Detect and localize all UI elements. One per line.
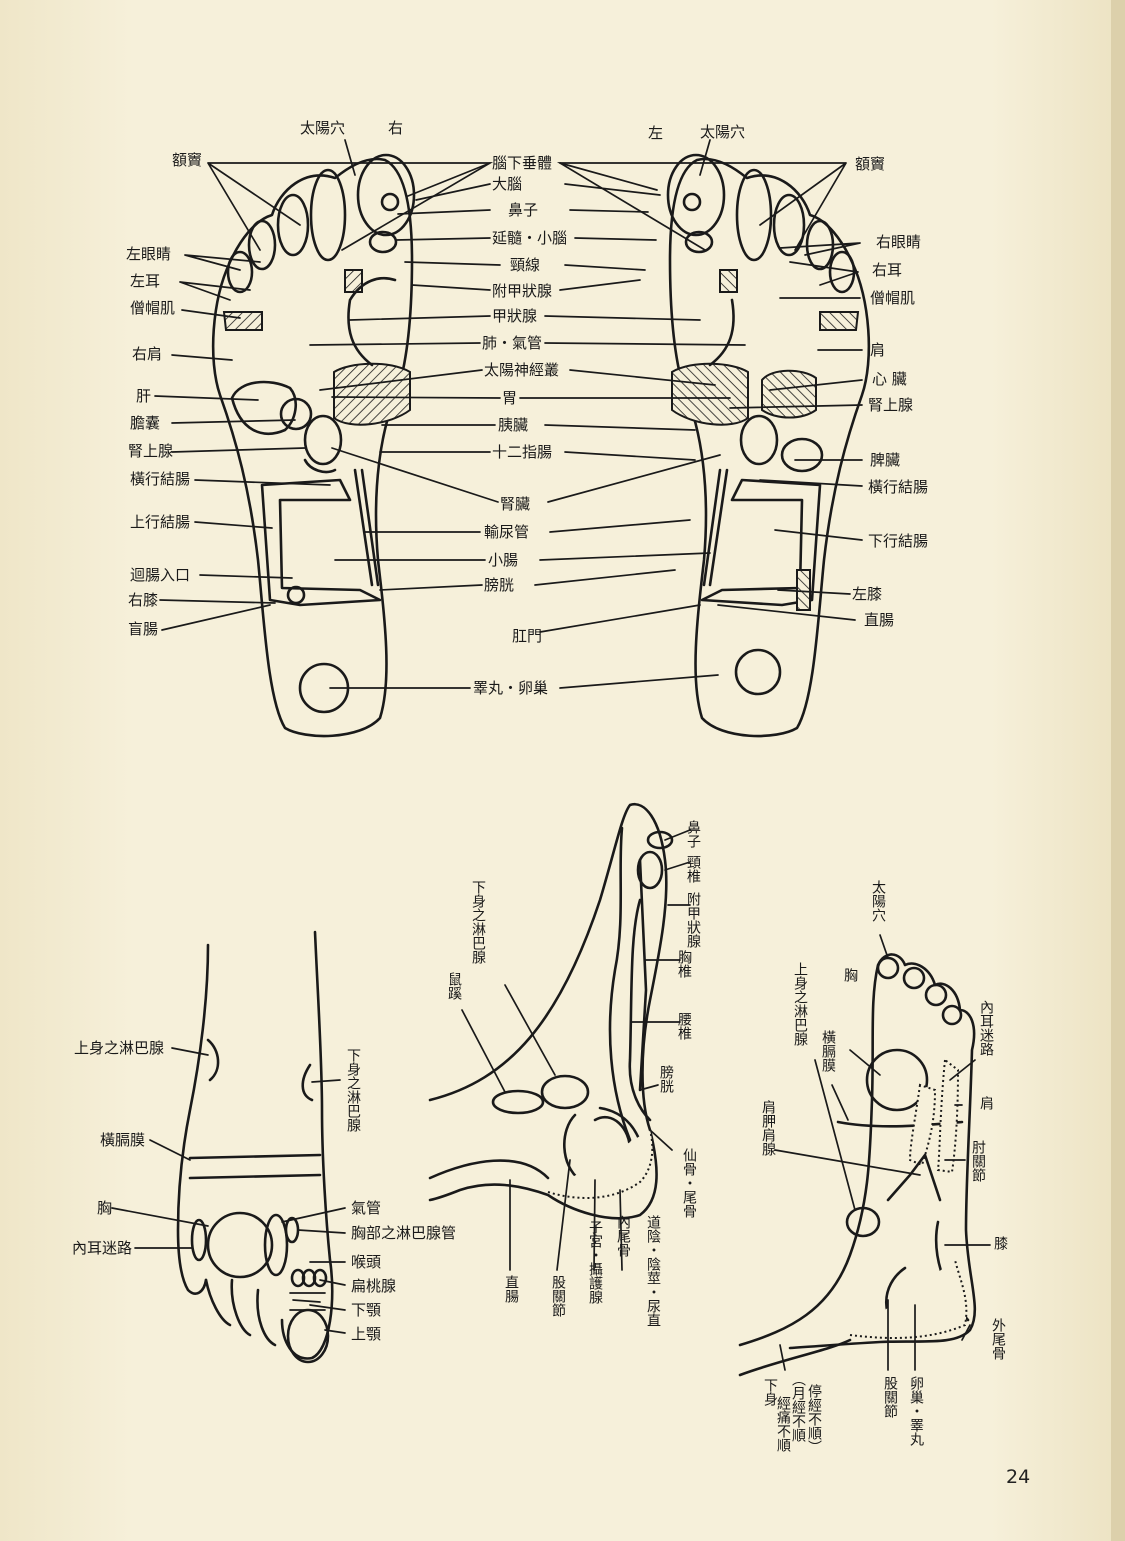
label-ascending-colon: 上行結腸: [130, 513, 191, 531]
label-upper-jaw: 上顎: [351, 1325, 382, 1343]
label-adrenal-right-sole: 腎上腺: [128, 442, 174, 460]
label-hip-joint-outer: 股關節: [882, 1376, 898, 1418]
page-number: 24: [1006, 1466, 1031, 1488]
label-right-knee: 右膝: [128, 591, 159, 609]
label-inner-ear-top: 內耳迷路: [72, 1239, 133, 1257]
label-trapezius-right-sole: 僧帽肌: [130, 299, 176, 317]
label-upper-lymph-outer: 上身之淋巴腺: [792, 962, 808, 1046]
label-right-shoulder: 右肩: [132, 345, 163, 363]
label-anus: 肛門: [512, 627, 543, 645]
label-duodenum: 十二指腸: [492, 443, 553, 461]
label-diaphragm-top: 橫膈膜: [100, 1131, 146, 1149]
label-tonsils: 扁桃腺: [351, 1277, 397, 1295]
label-testis-ovary: 睪丸・卵巢: [473, 679, 549, 697]
label-neck: 頸線: [510, 256, 541, 274]
label-temple-outer: 太陽穴: [870, 880, 886, 922]
label-left-knee: 左膝: [852, 585, 883, 603]
label-shoulder-outer: 肩: [978, 1096, 994, 1110]
inner-foot-diagram: [428, 802, 691, 1271]
label-scapula: 肩胛肩腺: [760, 1100, 776, 1156]
label-menopause-irregular: 停經不順）: [806, 1384, 822, 1454]
label-right-foot: 右: [388, 119, 404, 137]
label-taiyang-left: 太陽穴: [700, 123, 746, 141]
label-nose-inner: 鼻子: [685, 820, 701, 848]
label-menstrual-irregular: （月經不順: [790, 1372, 806, 1442]
label-parathyroid: 附甲狀腺: [492, 282, 553, 300]
label-cecum: 盲腸: [128, 620, 159, 638]
label-frontal-sinus-left: 額竇: [172, 151, 203, 169]
right-sole-diagram: [211, 153, 416, 738]
label-nose: 鼻子: [508, 201, 539, 219]
label-rectum-sole: 直腸: [864, 611, 895, 629]
label-ureter: 輸尿管: [484, 523, 530, 541]
label-outer-coccyx: 外尾骨: [990, 1318, 1006, 1360]
label-chest-top: 胸: [97, 1199, 113, 1217]
label-lower-lymph-top: 下身之淋巴腺: [345, 1048, 361, 1132]
label-lower-body: 下身: [762, 1378, 778, 1406]
label-left-eye: 左眼睛: [126, 245, 172, 263]
label-trachea: 氣管: [351, 1199, 382, 1217]
label-liver: 肝: [136, 387, 152, 405]
label-small-intestine: 小腸: [488, 551, 519, 569]
label-thoracic-spine: 胸椎: [676, 950, 692, 978]
label-rectum-inner: 直腸: [503, 1275, 519, 1303]
label-parathyroid-inner: 附甲狀腺: [685, 892, 701, 948]
label-pituitary: 腦下垂體: [492, 154, 553, 172]
label-transverse-colon-left-sole: 橫行結腸: [868, 478, 929, 496]
label-lumbar-spine: 腰椎: [676, 1012, 692, 1040]
label-chest-outer: 胸: [842, 968, 858, 982]
label-vagina-penis-urethra: 道陰・陰莖・尿直: [645, 1215, 661, 1327]
label-cerebrum: 大腦: [492, 175, 523, 193]
label-lower-jaw: 下顎: [351, 1301, 382, 1319]
label-bladder: 膀胱: [484, 576, 515, 594]
label-ileocecal-valve: 迴腸入口: [130, 566, 191, 584]
outer-foot-diagram: [738, 934, 991, 1377]
label-lower-lymph-inner: 下身之淋巴腺: [470, 880, 486, 964]
label-hip-joint-inner: 股關節: [550, 1275, 566, 1317]
label-left-ear: 左耳: [130, 272, 161, 290]
label-inner-ear-outer: 內耳迷路: [978, 1000, 994, 1056]
label-descending-colon: 下行結腸: [868, 532, 929, 550]
label-larynx: 喉頭: [351, 1253, 382, 1271]
label-lung-trachea: 肺・氣管: [482, 334, 543, 352]
page-edge: [1111, 0, 1125, 1541]
label-gallbladder: 膽囊: [130, 414, 161, 432]
label-medulla-cerebellum: 延髓・小腦: [492, 229, 568, 247]
label-stomach: 胃: [502, 389, 518, 407]
label-upper-lymph: 上身之淋巴腺: [74, 1039, 165, 1057]
label-elbow: 肘關節: [970, 1140, 986, 1182]
label-thyroid: 甲狀腺: [492, 307, 538, 325]
label-heart: 心 臟: [872, 370, 907, 388]
label-trapezius-left-sole: 僧帽肌: [870, 289, 916, 307]
label-sacrum-coccyx: 仙骨・尾骨: [681, 1148, 697, 1218]
label-dysmenorrhea: 經痛不順: [775, 1396, 791, 1452]
label-solar-plexus: 太陽神經叢: [484, 361, 560, 379]
top-of-foot-diagram: [111, 930, 346, 1364]
left-sole-diagram: [666, 153, 871, 738]
label-groin: 鼠蹊: [446, 972, 462, 1000]
label-pancreas: 胰臟: [498, 416, 529, 434]
label-knee-outer: 膝: [992, 1236, 1008, 1250]
label-adrenal-left-sole: 腎上腺: [868, 396, 914, 414]
label-right-eye: 右眼睛: [876, 233, 922, 251]
label-shoulder-left-sole: 肩: [870, 341, 886, 359]
sole-leader-lines: [154, 139, 863, 689]
label-diaphragm-outer: 橫膈膜: [820, 1030, 836, 1072]
label-frontal-sinus-right: 額竇: [855, 155, 886, 173]
label-left-foot: 左: [648, 124, 664, 142]
label-ovary-testis-outer: 卵巢・睪丸: [908, 1376, 924, 1446]
label-chest-lymph-duct: 胸部之淋巴腺管: [351, 1224, 457, 1242]
label-kidney: 腎臟: [500, 495, 531, 513]
label-taiyang-right: 太陽穴: [300, 119, 346, 137]
label-spleen: 脾臟: [870, 451, 901, 469]
label-cervical-spine: 頸椎: [685, 855, 701, 883]
label-uterus-prostate: 子宮・攝護腺: [587, 1220, 603, 1304]
label-right-ear: 右耳: [872, 261, 903, 279]
label-bladder-inner: 膀胱: [658, 1065, 674, 1093]
label-transverse-colon-right-sole: 橫行結腸: [130, 470, 191, 488]
label-inner-coccyx: 內尾骨: [615, 1215, 631, 1257]
